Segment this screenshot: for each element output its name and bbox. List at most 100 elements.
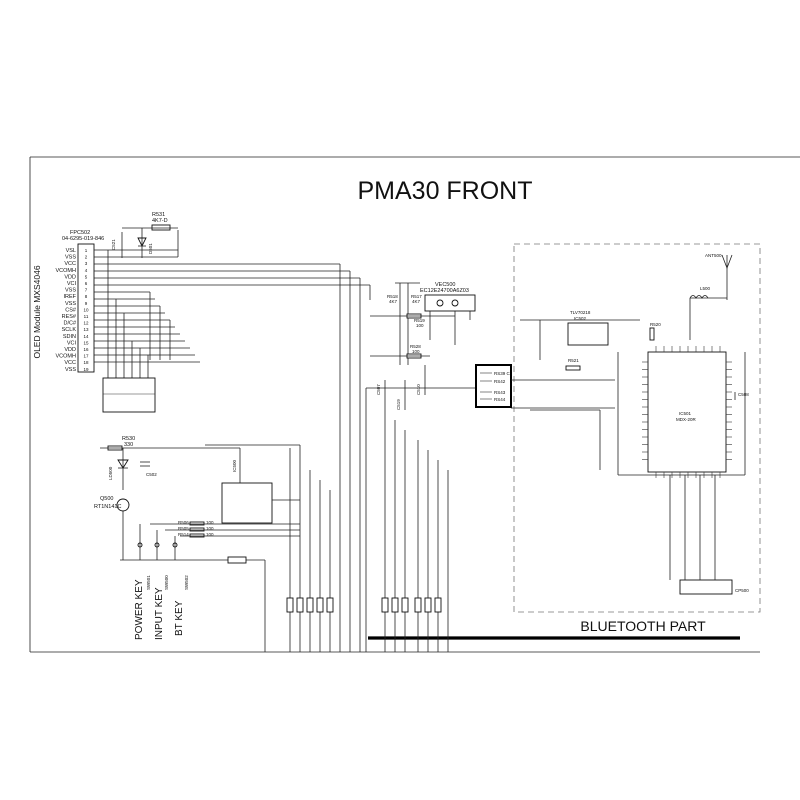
svg-text:EC12E24700A6Z03: EC12E24700A6Z03 bbox=[420, 288, 469, 294]
svg-text:IC502: IC502 bbox=[574, 316, 587, 321]
svg-text:4K7-D: 4K7-D bbox=[152, 218, 168, 224]
svg-text:RS44: RS44 bbox=[494, 397, 506, 402]
oled-pin-label: SCLK bbox=[62, 327, 77, 333]
q500-transistor: Q500 RT1N141C bbox=[94, 496, 130, 512]
bt-key-label: BT KEY bbox=[174, 600, 185, 636]
oled-capacitor-bank bbox=[102, 377, 156, 413]
net-tag bbox=[424, 597, 432, 613]
svg-text:RS42: RS42 bbox=[494, 379, 506, 384]
power-key-label: POWER KEY bbox=[134, 579, 145, 640]
svg-text:R520: R520 bbox=[650, 322, 661, 327]
svg-text:R519: R519 bbox=[414, 318, 425, 323]
oled-pin-label: VSS bbox=[65, 288, 76, 294]
ic500-chip: IC500 bbox=[221, 459, 273, 524]
oled-pin-label: VDD bbox=[64, 274, 76, 280]
net-label-tags bbox=[286, 597, 442, 613]
d501-diode: D501 bbox=[137, 228, 153, 258]
oled-pin-label: VCC bbox=[64, 360, 76, 366]
svg-text:C510: C510 bbox=[416, 384, 421, 395]
net-tag bbox=[326, 597, 334, 613]
svg-text:RS43: RS43 bbox=[494, 390, 506, 395]
svg-text:RS39 C: RS39 C bbox=[494, 371, 511, 376]
fpc-connector-ref: FPC502 bbox=[70, 230, 90, 236]
svg-text:ANT500: ANT500 bbox=[705, 253, 722, 258]
oled-pin-number: 2 bbox=[85, 255, 88, 260]
c502-capacitor: C502 bbox=[140, 461, 157, 477]
oled-pin-label: VDD bbox=[64, 347, 76, 353]
oled-pin-number: 6 bbox=[85, 281, 88, 286]
svg-text:R518: R518 bbox=[387, 294, 398, 299]
oled-pin-number: 16 bbox=[83, 347, 89, 352]
svg-text:4K7: 4K7 bbox=[389, 299, 398, 304]
svg-text:R531: R531 bbox=[152, 212, 165, 218]
bottom-bus-lines bbox=[289, 400, 449, 652]
c508-capacitor: C508 bbox=[734, 392, 749, 400]
key-resistor-body bbox=[189, 533, 205, 538]
key-resistor-value: 100 bbox=[206, 532, 214, 537]
net-tag bbox=[286, 597, 294, 613]
svg-text:VEC500: VEC500 bbox=[435, 282, 456, 288]
svg-text:L500: L500 bbox=[700, 286, 711, 291]
r517-resistor: R517 4K7 bbox=[407, 283, 422, 365]
svg-text:MDX-20R: MDX-20R bbox=[676, 417, 697, 422]
net-tag bbox=[316, 597, 324, 613]
ant500-antenna: ANT500 bbox=[705, 253, 733, 300]
ic502-regulator: TLV70218 IC502 bbox=[567, 310, 609, 346]
r521-resistor: R521 bbox=[565, 358, 581, 371]
sw501-label: SW501 bbox=[146, 575, 151, 590]
c507-capacitor: C507 bbox=[376, 380, 386, 400]
oled-pin-number: 1 bbox=[85, 248, 88, 253]
svg-text:R517: R517 bbox=[411, 294, 422, 299]
oled-pin-label: VCC bbox=[64, 261, 76, 267]
svg-text:330: 330 bbox=[124, 442, 133, 448]
oled-pin-number: 3 bbox=[85, 261, 88, 266]
key-resistor-body bbox=[189, 521, 205, 526]
svg-text:100: 100 bbox=[416, 323, 424, 328]
ic501-bt-module: IC501 MDX-20R bbox=[642, 346, 732, 478]
cp500-connector: CP500 bbox=[679, 579, 749, 595]
c519-capacitor: C519 bbox=[396, 380, 406, 410]
fpc-connector-part: 04-6295-019-846 bbox=[62, 236, 104, 242]
net-tag bbox=[434, 597, 442, 613]
svg-text:RT1N141C: RT1N141C bbox=[94, 504, 121, 510]
oled-pin-number: 17 bbox=[83, 354, 89, 359]
svg-text:4K7: 4K7 bbox=[412, 299, 421, 304]
net-tag bbox=[296, 597, 304, 613]
oled-pin-label: RES# bbox=[62, 314, 77, 320]
vec500-encoder: VEC500 EC12E24700A6Z03 bbox=[420, 282, 476, 345]
key-resistor-ref: R506 bbox=[178, 520, 189, 525]
input-key-label: INPUT KEY bbox=[154, 587, 165, 640]
svg-text:CP500: CP500 bbox=[735, 588, 749, 593]
key-resistor-ref: R505 bbox=[178, 526, 189, 531]
oled-pin-label: VSS bbox=[65, 367, 76, 373]
c510-capacitor: C510 bbox=[416, 365, 426, 395]
net-tag bbox=[401, 597, 409, 613]
ld500-led: LD500 bbox=[108, 448, 129, 490]
svg-text:C521: C521 bbox=[111, 239, 116, 250]
page-title: PMA30 FRONT bbox=[357, 177, 532, 205]
oled-pin-number: 19 bbox=[83, 367, 89, 372]
bluetooth-part-label: BLUETOOTH PART bbox=[580, 618, 706, 634]
key-resistor-value: 100 bbox=[206, 520, 214, 525]
svg-text:TLV70218: TLV70218 bbox=[570, 310, 591, 315]
svg-text:LD500: LD500 bbox=[108, 466, 113, 480]
svg-text:R528: R528 bbox=[410, 344, 421, 349]
oled-pin-number: 4 bbox=[85, 268, 88, 273]
svg-text:D501: D501 bbox=[148, 243, 153, 254]
oled-pin-label: D/C# bbox=[63, 321, 76, 327]
svg-text:Q500: Q500 bbox=[100, 496, 113, 502]
l500-inductor: L500 bbox=[689, 286, 711, 299]
oled-pin-label: IREF bbox=[63, 294, 76, 300]
r531-resistor: R531 4K7-D bbox=[151, 212, 171, 231]
svg-text:IC501: IC501 bbox=[679, 411, 692, 416]
svg-text:C519: C519 bbox=[396, 399, 401, 410]
r520-resistor: R520 bbox=[649, 322, 661, 341]
oled-pin-label: VCI bbox=[67, 281, 77, 287]
oled-pin-label: VSS bbox=[65, 255, 76, 261]
rs-resistor-array: RS39 C RS42 RS43 RS44 bbox=[475, 364, 512, 408]
svg-text:C508: C508 bbox=[738, 392, 749, 397]
net-tag bbox=[381, 597, 389, 613]
key-resistor-ref: R514 bbox=[178, 532, 189, 537]
